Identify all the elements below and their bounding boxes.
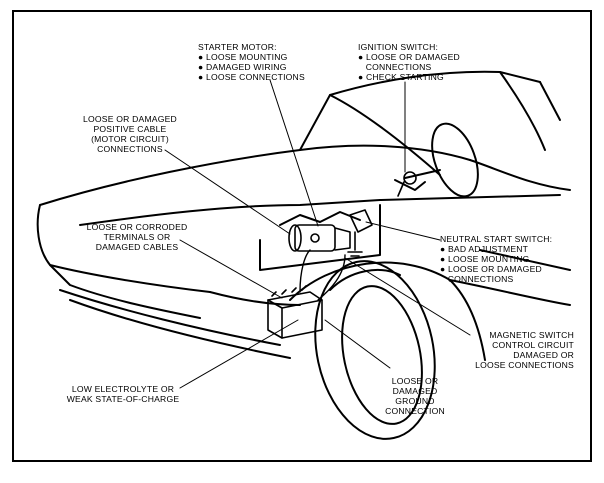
engine-bay [259,204,381,271]
callout-line: DAMAGED [392,386,438,396]
neutral-start-switch [347,209,373,257]
callout-line: MAGNETIC SWITCH [489,330,574,340]
callout-ignition-switch: IGNITION SWITCH: ● LOOSE OR DAMAGED CONN… [358,42,460,82]
callout-line: LOW ELECTROLYTE OR [71,384,175,394]
callout-line: DAMAGED OR [513,350,574,360]
cables [299,249,346,301]
callout-item: ● LOOSE MOUNTING [198,52,288,62]
car-body [36,70,571,361]
callout-item: CONNECTIONS [440,274,514,284]
callout-line: (MOTOR CIRCUIT) [91,134,169,144]
callout-neutral-start-switch: NEUTRAL START SWITCH: ● BAD ADJUSTMENT ●… [440,234,552,284]
steering-wheel [394,122,479,198]
callout-line: DAMAGED CABLES [95,242,179,252]
callout-item: ● LOOSE CONNECTIONS [198,72,305,82]
callout-item: ● LOOSE OR DAMAGED [440,264,542,274]
callout-item: ● LOOSE MOUNTING [440,254,530,264]
callout-item: ● LOOSE OR DAMAGED [358,52,460,62]
callout-item: ● CHECK STARTING [358,72,444,82]
callout-line: GROUND [395,396,435,406]
callout-line: LOOSE OR [391,376,439,386]
callout-line: LOOSE CONNECTIONS [475,360,574,370]
front-wheel [314,260,436,440]
callout-electrolyte: LOW ELECTROLYTE OR WEAK STATE-OF-CHARGE [60,384,186,404]
starter-motor [288,224,351,252]
callout-line: POSITIVE CABLE [93,124,167,134]
callout-title: STARTER MOTOR: [198,42,277,52]
callout-positive-cable: LOOSE OR DAMAGED POSITIVE CABLE (MOTOR C… [74,114,186,154]
callout-line: CONNECTION [385,406,445,416]
callout-line: WEAK STATE-OF-CHARGE [66,394,180,404]
callout-item: ● DAMAGED WIRING [198,62,287,72]
callout-line: LOOSE OR CORRODED [86,222,188,232]
diagram-frame [12,10,592,462]
callout-magnetic-switch: MAGNETIC SWITCH CONTROL CIRCUIT DAMAGED … [462,330,574,370]
callout-line: CONNECTIONS [97,144,163,154]
ignition-switch [397,171,417,197]
callout-title: NEUTRAL START SWITCH: [440,234,553,244]
callout-line: LOOSE OR DAMAGED [83,114,177,124]
leader-lines [164,79,471,389]
callout-line: CONTROL CIRCUIT [492,340,574,350]
callout-title: IGNITION SWITCH: [358,42,439,52]
callout-item: ● BAD ADJUSTMENT [440,244,529,254]
callout-line: TERMINALS OR [103,232,171,242]
callout-item: CONNECTIONS [358,62,432,72]
callout-starter-motor: STARTER MOTOR: ● LOOSE MOUNTING ● DAMAGE… [198,42,305,82]
battery [267,285,323,339]
callout-ground-connection: LOOSE OR DAMAGED GROUND CONNECTION [380,376,450,416]
callout-terminals: LOOSE OR CORRODED TERMINALS OR DAMAGED C… [82,222,192,252]
